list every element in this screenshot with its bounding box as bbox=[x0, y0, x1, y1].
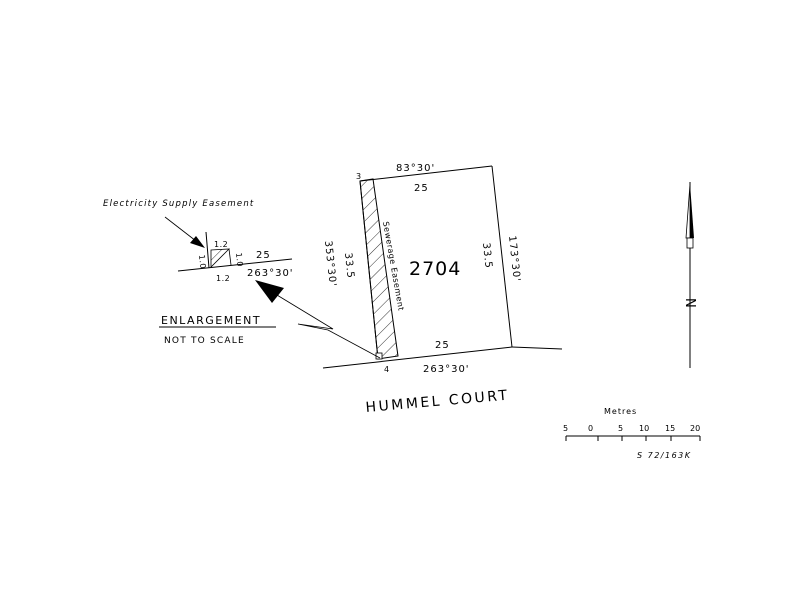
south-bearing-label: 263°30' bbox=[423, 364, 470, 375]
easement-leader-line bbox=[164, 216, 197, 242]
sewerage-easement-strip bbox=[359, 178, 399, 360]
lot-east-boundary bbox=[491, 165, 513, 348]
corner-label-4: 4 bbox=[384, 365, 390, 374]
electricity-easement-label: Electricity Supply Easement bbox=[103, 199, 254, 209]
north-arrow-shaft bbox=[686, 237, 694, 249]
plan-reference: S 72/163K bbox=[637, 451, 692, 460]
scale-tick-label: 15 bbox=[665, 424, 675, 433]
scale-unit: Metres bbox=[604, 407, 637, 416]
west-distance-label: 33.5 bbox=[342, 252, 356, 279]
west-bearing-label: 353°30' bbox=[322, 240, 338, 287]
lot-number: 2704 bbox=[409, 258, 461, 280]
enlargement-detail: Electricity Supply Easement 1.2 1.2 1.0 … bbox=[103, 199, 381, 359]
north-bearing-label: 83°30' bbox=[396, 163, 435, 174]
scale-bar: Metres 5 0 5 10 15 20 S 72/163K bbox=[563, 407, 701, 460]
road-frontage-line bbox=[322, 346, 513, 369]
corner-label-3: 3 bbox=[356, 172, 362, 181]
enlargement-dim-right: 1.0 bbox=[234, 252, 244, 267]
north-arrow: N bbox=[682, 182, 697, 368]
enlargement-dim-bottom: 1.2 bbox=[216, 274, 230, 283]
enlargement-bearing-label: 263°30' bbox=[247, 268, 294, 279]
scale-tick-label: 20 bbox=[690, 424, 700, 433]
scale-tick-label: 5 bbox=[618, 424, 623, 433]
lot-north-boundary bbox=[359, 165, 493, 182]
enlargement-frontage-line bbox=[177, 258, 293, 272]
enlargement-easement-box-right bbox=[228, 248, 232, 266]
enlargement-easement-triangle bbox=[210, 248, 231, 268]
east-distance-label: 33.5 bbox=[480, 242, 494, 269]
north-distance-label: 25 bbox=[414, 183, 429, 194]
north-arrow-letter: N bbox=[682, 298, 697, 309]
easement-leader-arrowhead bbox=[190, 236, 205, 248]
enlargement-subtitle: NOT TO SCALE bbox=[164, 336, 245, 346]
enlargement-pointer-line bbox=[271, 291, 381, 359]
enlargement-dim-top: 1.2 bbox=[214, 240, 228, 249]
south-distance-label: 25 bbox=[435, 340, 450, 351]
scale-tick-label: 5 bbox=[563, 424, 568, 433]
enlargement-distance-label: 25 bbox=[256, 250, 271, 261]
road-name: HUMMEL COURT bbox=[365, 387, 510, 416]
enlargement-pointer-arrowhead bbox=[255, 280, 284, 303]
scale-tick-label: 10 bbox=[639, 424, 649, 433]
enlargement-title: ENLARGEMENT bbox=[161, 314, 261, 327]
east-bearing-label: 173°30' bbox=[506, 235, 522, 282]
north-arrow-head-right bbox=[690, 184, 694, 238]
road-frontage-extension bbox=[511, 346, 563, 350]
north-arrow-head-left bbox=[685, 183, 691, 239]
enlargement-west-boundary bbox=[205, 231, 210, 269]
enlargement-dim-left: 1.0 bbox=[197, 254, 207, 269]
scale-tick-label: 0 bbox=[588, 424, 593, 433]
